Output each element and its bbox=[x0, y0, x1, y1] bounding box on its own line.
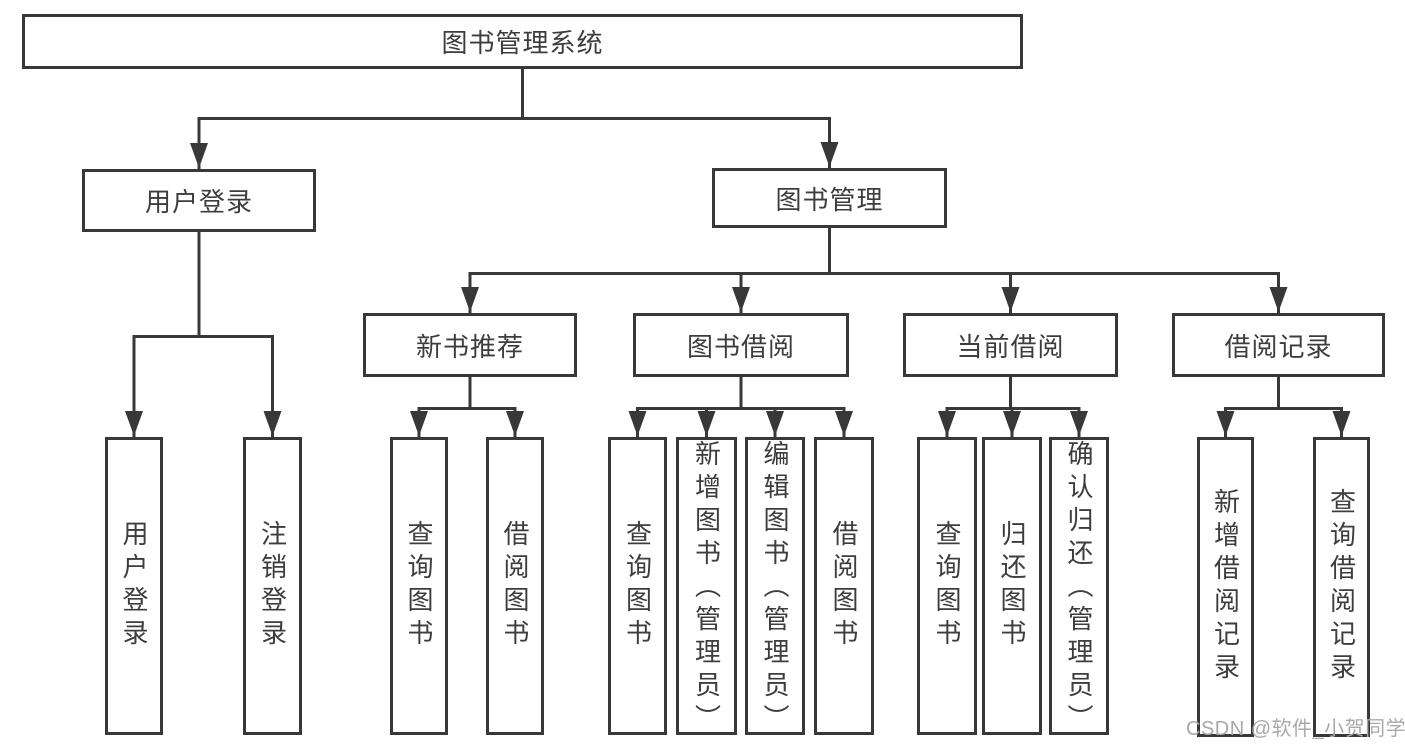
arrowhead bbox=[1001, 287, 1020, 312]
leaf-query-books-current: 查询图书 bbox=[917, 437, 977, 735]
leaf-confirm-return-admin: 确认归还（管理员） bbox=[1049, 437, 1109, 737]
arrowhead bbox=[732, 287, 750, 312]
arrowhead bbox=[1216, 411, 1235, 436]
arrowhead bbox=[263, 411, 282, 436]
connector-user-login-children bbox=[132, 232, 274, 438]
node-book-management: 图书管理 bbox=[712, 168, 947, 228]
leaf-borrow-books: 借阅图书 bbox=[814, 437, 874, 735]
arrowhead bbox=[125, 411, 143, 436]
leaf-query-books-borrow: 查询图书 bbox=[608, 437, 667, 735]
arrowhead bbox=[820, 142, 839, 167]
arrowhead bbox=[461, 287, 479, 312]
node-borrow-records: 借阅记录 bbox=[1172, 313, 1385, 377]
arrowhead bbox=[938, 411, 956, 436]
node-library-system: 图书管理系统 bbox=[22, 14, 1023, 69]
connector-borrow-record-children bbox=[1224, 377, 1343, 438]
leaf-user-login: 用户登录 bbox=[105, 437, 163, 735]
leaf-borrow-books-recommend: 借阅图书 bbox=[486, 437, 544, 735]
arrowhead bbox=[628, 411, 647, 436]
arrowhead bbox=[1003, 411, 1021, 436]
node-new-book-recommend: 新书推荐 bbox=[363, 313, 577, 377]
arrowhead bbox=[1070, 411, 1088, 436]
leaf-return-book: 归还图书 bbox=[982, 437, 1042, 735]
node-book-borrow: 图书借阅 bbox=[633, 313, 849, 377]
leaf-add-borrow-record: 新增借阅记录 bbox=[1197, 437, 1254, 737]
node-current-borrow: 当前借阅 bbox=[903, 313, 1118, 377]
leaf-query-books-recommend: 查询图书 bbox=[390, 437, 448, 735]
connector-book-mgmt-children bbox=[468, 228, 1280, 314]
arrowhead bbox=[506, 411, 524, 436]
arrowheads bbox=[125, 142, 1351, 436]
leaf-logout: 注销登录 bbox=[243, 437, 302, 735]
node-user-login: 用户登录 bbox=[82, 169, 316, 232]
arrowhead bbox=[835, 411, 853, 436]
arrowhead bbox=[766, 411, 784, 436]
arrowhead bbox=[190, 143, 208, 168]
leaf-edit-book-admin: 编辑图书（管理员） bbox=[745, 437, 805, 737]
csdn-watermark: CSDN @软件_小贺同学 bbox=[1186, 718, 1405, 740]
connector-root-to-level2 bbox=[197, 69, 831, 171]
arrowhead bbox=[697, 411, 716, 436]
arrowhead bbox=[1269, 287, 1288, 312]
arrowhead bbox=[1332, 411, 1351, 436]
connector-book-borrow-children bbox=[636, 377, 846, 438]
connector-new-book-children bbox=[417, 377, 517, 438]
leaf-query-borrow-record: 查询借阅记录 bbox=[1313, 437, 1370, 737]
arrowhead bbox=[410, 411, 428, 436]
leaf-add-book-admin: 新增图书（管理员） bbox=[676, 437, 737, 737]
